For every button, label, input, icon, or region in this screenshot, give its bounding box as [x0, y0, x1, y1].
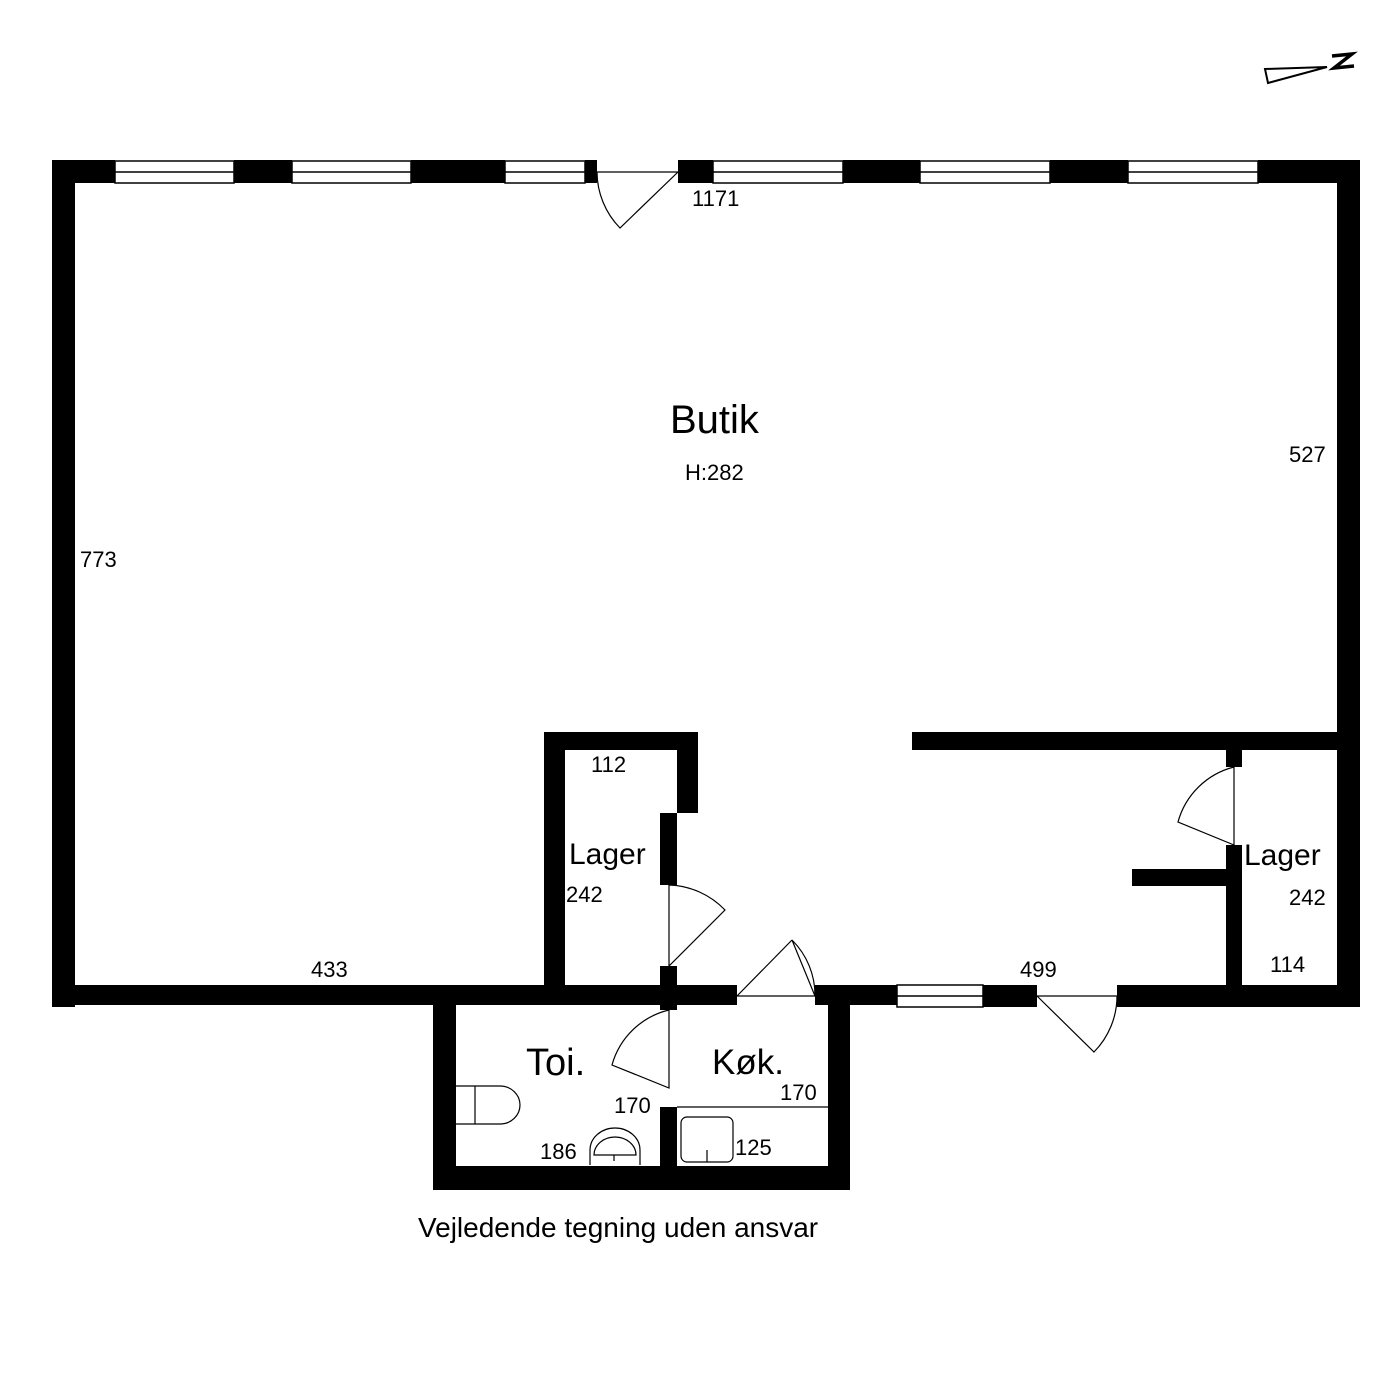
right-wall [1337, 160, 1360, 1007]
disclaimer: Vejledende tegning uden ansvar [418, 1212, 819, 1243]
washbasin-icon [589, 1127, 641, 1165]
wall-segment [815, 985, 897, 1005]
toilet-icon [456, 1085, 521, 1125]
partition-wall [912, 732, 1337, 750]
windows [114, 160, 1259, 1008]
wall-segment [544, 732, 698, 750]
wall-segment [433, 1166, 850, 1190]
dimension-left: 773 [80, 547, 117, 572]
dimension-right: 527 [1289, 442, 1326, 467]
dimension-top: 1171 [692, 186, 740, 211]
wall-segment [843, 160, 920, 183]
room-name-toilet: Toi. [526, 1042, 586, 1084]
walls [52, 160, 1360, 1190]
room-name-butik: Butik [670, 398, 759, 442]
wall-segment [677, 732, 698, 813]
wall-segment [660, 813, 677, 885]
room-name-kitchen: Køk. [712, 1043, 784, 1082]
wall-segment [433, 985, 456, 1190]
wall-segment [828, 1000, 850, 1190]
kitchen-length: 125 [735, 1135, 772, 1160]
wall-segment [1050, 160, 1128, 183]
wall-segment [544, 732, 565, 990]
wall-segment [1117, 985, 1360, 1007]
kitchen-width: 170 [780, 1080, 817, 1105]
toilet-length: 186 [540, 1139, 577, 1164]
dimension-bottom-right: 499 [1020, 957, 1057, 982]
wall-segment [1258, 160, 1360, 183]
door-rear [1036, 995, 1118, 1053]
wall-segment [585, 160, 597, 183]
wall-segment [660, 966, 677, 1010]
wall-segment [983, 985, 1037, 1007]
door-entrance [596, 171, 680, 229]
lager-left-length: 242 [566, 882, 603, 907]
wall-segment [1226, 845, 1242, 990]
left-wall [52, 160, 75, 1007]
fixtures [456, 1085, 828, 1165]
toilet-width: 170 [614, 1093, 651, 1118]
lager-right-width: 114 [1270, 952, 1306, 977]
wall-segment [1132, 869, 1226, 886]
compass-icon [1263, 51, 1358, 85]
room-name-lager-left: Lager [569, 838, 646, 871]
room-name-lager-right: Lager [1244, 839, 1321, 872]
doors [596, 171, 1235, 1089]
wall-segment [678, 160, 713, 183]
door-lager-left [668, 884, 726, 968]
lager-left-width: 112 [591, 752, 627, 777]
wall-segment [234, 160, 292, 183]
door-toilet [611, 1009, 670, 1089]
room-height-butik: H:282 [685, 460, 744, 485]
door-kitchen [736, 939, 816, 997]
lager-right-length: 242 [1289, 885, 1326, 910]
dimension-bottom-left: 433 [311, 957, 348, 982]
wall-segment [411, 160, 505, 183]
bottom-wall [52, 985, 737, 1005]
wall-segment [660, 1107, 677, 1167]
door-lager-right [1177, 766, 1235, 846]
wall-segment [1226, 750, 1242, 767]
